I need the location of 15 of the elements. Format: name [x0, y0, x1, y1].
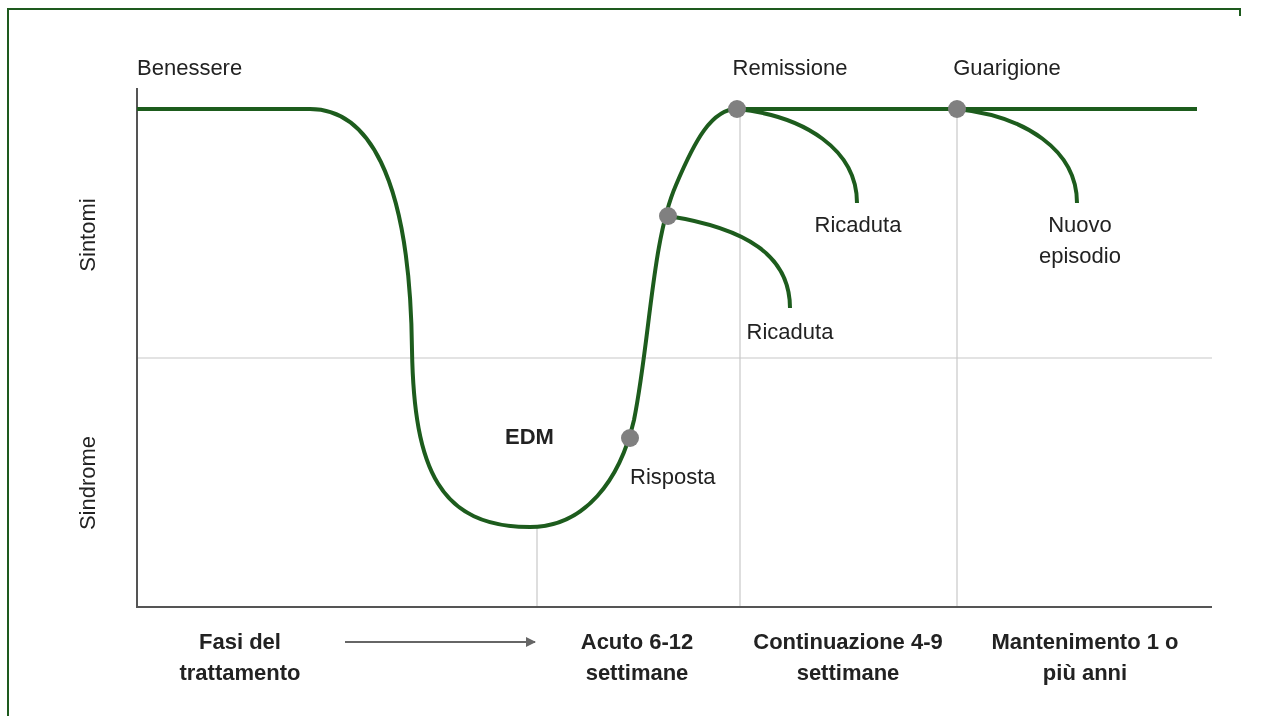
phase-label: Acuto 6-12 settimane [547, 626, 727, 688]
phase-heading: Fasi del trattamento [155, 626, 325, 688]
phase-marker-label: EDM [505, 423, 554, 451]
point-label: Risposta [630, 463, 716, 491]
state-label: Guarigione [953, 54, 1061, 82]
arrow [344, 637, 536, 647]
phase-label: Continuazione 4-9 settimane [753, 628, 943, 687]
state-label: Benessere [137, 54, 243, 82]
outcome-label: Ricaduta [746, 318, 834, 346]
phase-label: Mantenimento 1 o più anni [990, 628, 1180, 687]
state-label: Remissione [732, 54, 848, 82]
outcome-label: Ricaduta [814, 211, 902, 239]
outcome-label: Nuovo episodio [1038, 211, 1122, 270]
axis-label: Sindrome [73, 435, 101, 531]
axis-label: Sintomi [73, 198, 101, 272]
